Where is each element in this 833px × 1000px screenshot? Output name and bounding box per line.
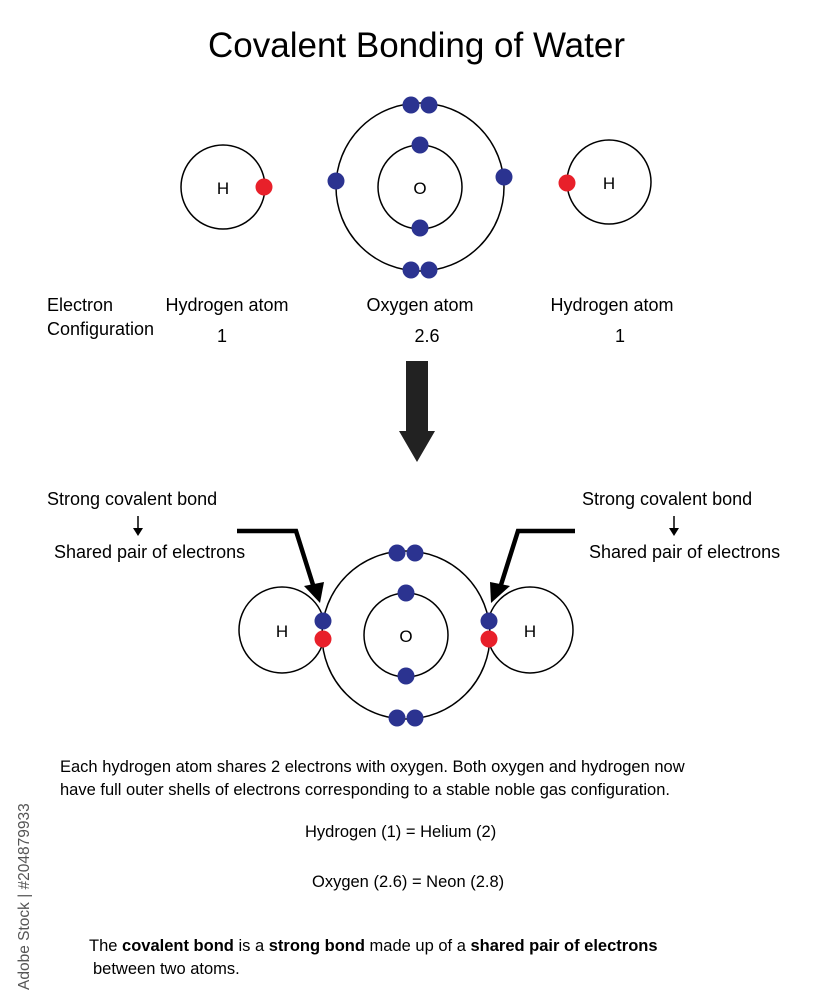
explanation-line1: Each hydrogen atom shares 2 electrons wi… — [60, 758, 685, 776]
water-bonding-diagram: H O H H H — [133, 96, 679, 727]
oxygen-electron — [495, 168, 513, 186]
definition-bold-strong-bond: strong bond — [268, 937, 365, 955]
left-atom-config: 1 — [216, 326, 227, 346]
left-callout-subtitle: Shared pair of electrons — [54, 542, 246, 562]
definition-text: made up of a — [364, 937, 471, 955]
oxygen-electron — [420, 261, 438, 279]
right-atom-config: 1 — [614, 326, 625, 346]
oxygen-electron — [406, 709, 424, 727]
top-right-hydrogen-atom: H — [558, 139, 652, 225]
definition-line2: between two atoms. — [93, 960, 240, 978]
bottom-left-hydrogen-symbol: H — [276, 622, 288, 641]
row-label-line1: Electron — [47, 295, 114, 315]
right-bond-pointer-arrow — [490, 528, 575, 603]
oxygen-electron — [388, 709, 406, 727]
definition-text: The — [89, 937, 123, 955]
oxygen-inner-electron — [397, 667, 415, 685]
top-left-hydrogen-symbol: H — [217, 179, 229, 198]
oxygen-equation: Oxygen (2.6) = Neon (2.8) — [312, 873, 505, 891]
oxygen-electron — [406, 544, 424, 562]
bottom-oxygen-atom: O — [314, 544, 498, 727]
definition-bold-covalent-bond: covalent bond — [122, 937, 234, 955]
shared-pair-oxygen-electron — [314, 612, 332, 630]
top-oxygen-symbol: O — [413, 179, 426, 198]
oxygen-atom-config: 2.6 — [414, 326, 440, 346]
hydrogen-equation: Hydrogen (1) = Helium (2) — [305, 823, 497, 841]
oxygen-electron — [420, 96, 438, 114]
oxygen-electron — [402, 96, 420, 114]
oxygen-electron — [402, 261, 420, 279]
top-oxygen-atom: O — [327, 96, 513, 279]
explanation-paragraph: Each hydrogen atom shares 2 electrons wi… — [60, 756, 685, 802]
hydrogen-electron — [558, 174, 576, 192]
oxygen-electron — [388, 544, 406, 562]
bottom-left-hydrogen-atom: H — [238, 586, 326, 674]
hydrogen-electron — [255, 178, 273, 196]
bottom-right-hydrogen-atom: H — [486, 586, 574, 674]
shared-pair-oxygen-electron — [480, 612, 498, 630]
explanation-line2: have full outer shells of electrons corr… — [60, 781, 670, 799]
definition-paragraph: The covalent bond is a strong bond made … — [89, 935, 658, 981]
shared-pair-hydrogen-electron — [480, 630, 498, 648]
oxygen-inner-electron — [397, 584, 415, 602]
bottom-right-hydrogen-symbol: H — [524, 622, 536, 641]
shared-pair-hydrogen-electron — [314, 630, 332, 648]
definition-text: is a — [233, 937, 269, 955]
top-left-hydrogen-atom: H — [180, 144, 273, 230]
oxygen-inner-electron — [411, 136, 429, 154]
top-right-hydrogen-symbol: H — [603, 174, 615, 193]
oxygen-atom-name: Oxygen atom — [366, 295, 474, 315]
oxygen-electron — [327, 172, 345, 190]
diagram-title: Covalent Bonding of Water — [208, 26, 625, 65]
right-callout-title: Strong covalent bond — [582, 489, 753, 509]
left-bond-pointer-arrow — [237, 528, 324, 603]
stock-watermark-id: Adobe Stock | #204879933 — [16, 803, 32, 990]
stock-watermark-text: Adobe Stock | #204879933 — [16, 803, 32, 990]
left-callout-small-arrow-icon — [133, 516, 143, 536]
down-arrow-icon — [399, 361, 435, 462]
row-label-line2: Configuration — [47, 319, 155, 339]
left-atom-name: Hydrogen atom — [165, 295, 289, 315]
definition-bold-shared-pair: shared pair of electrons — [470, 937, 658, 955]
right-callout-subtitle: Shared pair of electrons — [589, 542, 781, 562]
right-atom-name: Hydrogen atom — [550, 295, 674, 315]
bottom-oxygen-symbol: O — [399, 627, 412, 646]
oxygen-inner-electron — [411, 219, 429, 237]
right-callout-small-arrow-icon — [669, 516, 679, 536]
left-callout-title: Strong covalent bond — [47, 489, 218, 509]
